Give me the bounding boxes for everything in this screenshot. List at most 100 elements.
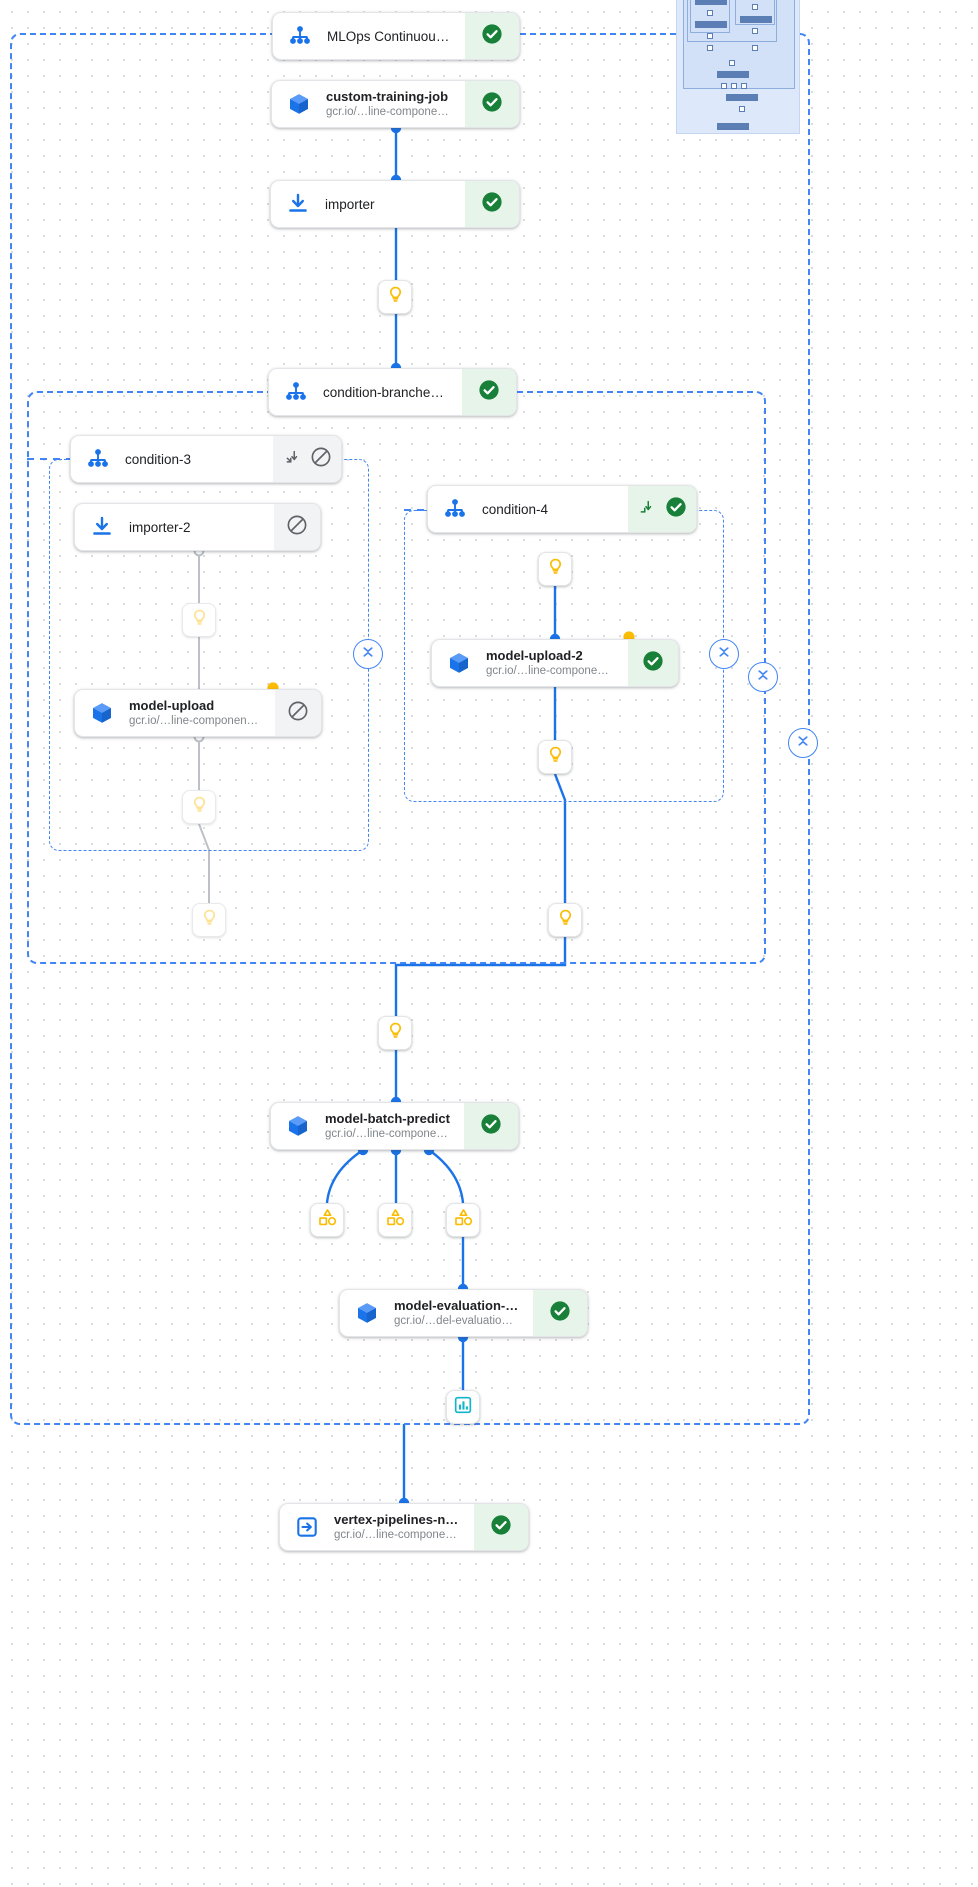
node-title: condition-branches-2	[323, 384, 448, 400]
collapse-toggle-condition-branches[interactable]	[748, 662, 778, 692]
minimap-node	[707, 10, 713, 16]
node-body[interactable]: condition-3	[71, 436, 273, 482]
node-subtitle: gcr.io/…line-components:2.6.0	[486, 665, 614, 677]
node-text: condition-branches-2	[323, 385, 448, 400]
artifact-shapes-batch-predict-3[interactable]	[446, 1203, 480, 1237]
node-subtitle: gcr.io/…line-components:2.6.0	[129, 715, 261, 727]
chevron-collapse-icon	[714, 642, 734, 667]
node-body[interactable]: vertex-pipelines-notificat… gcr.io/…line…	[280, 1504, 474, 1550]
minimap-node	[729, 60, 735, 66]
shapes-icon	[317, 1207, 338, 1233]
node-body[interactable]: model-upload-2 gcr.io/…line-components:2…	[432, 640, 628, 686]
import-download-icon	[89, 514, 115, 540]
artifact-bulb-branches-out[interactable]	[378, 1016, 412, 1050]
node-body[interactable]: importer-2	[75, 504, 274, 550]
minimap-node	[740, 16, 772, 23]
artifact-bulb-condition-3-out[interactable]	[192, 903, 226, 937]
branch-arrow-green-icon	[637, 497, 657, 522]
node-status-badge[interactable]	[628, 640, 678, 686]
node-text: vertex-pipelines-notificat… gcr.io/…line…	[334, 1511, 460, 1543]
node-model-batch-predict[interactable]: model-batch-predict gcr.io/…line-compone…	[270, 1102, 519, 1150]
collapse-toggle-condition-3[interactable]	[353, 639, 383, 669]
collapse-toggle-root[interactable]	[788, 728, 818, 758]
minimap-node	[739, 106, 745, 112]
node-text: condition-3	[125, 452, 191, 467]
node-title: custom-training-job	[326, 89, 449, 104]
node-status-badge[interactable]	[465, 181, 519, 227]
branch-arrow-icon	[283, 447, 303, 472]
lightbulb-icon	[546, 557, 565, 581]
node-status-badge[interactable]	[628, 486, 696, 532]
node-condition-branches-2[interactable]: condition-branches-2	[268, 368, 517, 416]
node-status-badge[interactable]	[462, 369, 516, 415]
node-subtitle: gcr.io/…line-components:2.6.0	[334, 1529, 460, 1541]
node-text: custom-training-job gcr.io/…line-compone…	[326, 88, 451, 120]
node-body[interactable]: MLOps Continuous Traini…	[273, 13, 465, 59]
node-importer[interactable]: importer	[270, 180, 520, 228]
block-circle-icon	[310, 446, 332, 473]
node-status-badge[interactable]	[533, 1290, 587, 1336]
node-model-evaluation-regression[interactable]: model-evaluation-regres… gcr.io/…del-eva…	[339, 1289, 588, 1337]
artifact-bulb-importer-out[interactable]	[378, 280, 412, 314]
artifact-metrics-evaluation-out[interactable]	[446, 1390, 480, 1424]
node-status-badge[interactable]	[465, 13, 519, 59]
minimap-node	[741, 83, 747, 89]
bar-chart-icon	[453, 1395, 473, 1420]
import-download-icon	[285, 191, 311, 217]
graph-minimap[interactable]	[676, 0, 800, 134]
check-circle-icon	[480, 22, 504, 51]
shapes-icon	[453, 1207, 474, 1233]
minimap-node	[752, 28, 758, 34]
node-body[interactable]: custom-training-job gcr.io/…line-compone…	[272, 81, 465, 127]
node-text: model-upload gcr.io/…line-components:2.6…	[129, 697, 261, 729]
artifact-bulb-condition-4-in[interactable]	[538, 552, 572, 586]
check-circle-icon	[480, 190, 504, 219]
minimap-node	[707, 45, 713, 51]
node-title: model-batch-predict	[325, 1111, 450, 1126]
artifact-bulb-model-upload-out[interactable]	[182, 790, 216, 824]
node-body[interactable]: model-batch-predict gcr.io/…line-compone…	[271, 1103, 464, 1149]
node-custom-training-job[interactable]: custom-training-job gcr.io/…line-compone…	[271, 80, 520, 128]
node-status-badge[interactable]	[273, 436, 341, 482]
node-body[interactable]: condition-4	[428, 486, 628, 532]
node-model-upload-2[interactable]: model-upload-2 gcr.io/…line-components:2…	[431, 639, 679, 687]
node-condition-3[interactable]: condition-3	[70, 435, 342, 483]
minimap-node	[717, 123, 749, 130]
node-body[interactable]: model-evaluation-regres… gcr.io/…del-eva…	[340, 1290, 533, 1336]
node-title: MLOps Continuous Traini…	[327, 28, 451, 44]
node-title: condition-3	[125, 451, 192, 467]
node-condition-4[interactable]: condition-4	[427, 485, 697, 533]
node-text: model-evaluation-regres… gcr.io/…del-eva…	[394, 1297, 519, 1329]
node-body[interactable]: importer	[271, 181, 465, 227]
node-text: MLOps Continuous Traini…	[327, 29, 451, 44]
node-text: importer-2	[129, 520, 191, 535]
collapse-toggle-condition-4[interactable]	[709, 639, 739, 669]
node-importer-2[interactable]: importer-2	[74, 503, 321, 551]
artifact-bulb-model-upload-2-out[interactable]	[538, 740, 572, 774]
node-body[interactable]: condition-branches-2	[269, 369, 462, 415]
node-status-badge[interactable]	[275, 690, 321, 736]
component-cube-icon	[354, 1300, 380, 1326]
artifact-shapes-batch-predict-1[interactable]	[310, 1203, 344, 1237]
node-vertex-pipelines-notification[interactable]: vertex-pipelines-notificat… gcr.io/…line…	[279, 1503, 529, 1551]
node-title: importer-2	[129, 519, 191, 535]
minimap-node	[695, 21, 727, 28]
node-title: model-upload	[129, 698, 215, 713]
node-body[interactable]: model-upload gcr.io/…line-components:2.6…	[75, 690, 275, 736]
lightbulb-icon	[200, 908, 219, 932]
artifact-bulb-importer-2-out[interactable]	[182, 603, 216, 637]
node-status-badge[interactable]	[464, 1103, 518, 1149]
node-mlops-continuous-training[interactable]: MLOps Continuous Traini…	[272, 12, 520, 60]
node-model-upload[interactable]: model-upload gcr.io/…line-components:2.6…	[74, 689, 322, 737]
check-circle-icon	[489, 1513, 513, 1542]
minimap-node	[721, 83, 727, 89]
node-status-badge[interactable]	[465, 81, 519, 127]
artifact-bulb-condition-4-out[interactable]	[548, 903, 582, 937]
node-text: model-upload-2 gcr.io/…line-components:2…	[486, 647, 614, 679]
dag-icon	[287, 23, 313, 49]
check-circle-icon	[477, 378, 501, 407]
artifact-shapes-batch-predict-2[interactable]	[378, 1203, 412, 1237]
node-status-badge[interactable]	[474, 1504, 528, 1550]
node-status-badge[interactable]	[274, 504, 320, 550]
